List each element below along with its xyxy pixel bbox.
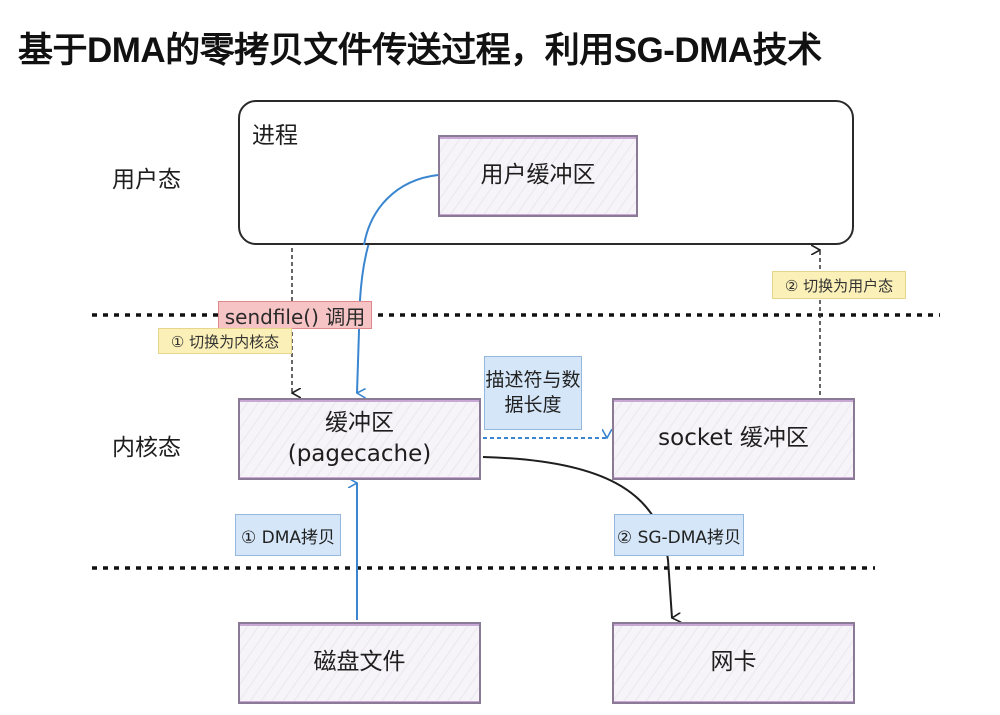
page-cache-box: 缓冲区 (pagecache): [238, 398, 481, 480]
page-cache-title: 缓冲区: [325, 409, 394, 436]
user-mode-label: 用户态: [112, 167, 181, 193]
switch-to-kernel-tag: ① 切换为内核态: [158, 328, 292, 354]
sendfile-call-tag: sendfile() 调用: [218, 301, 372, 329]
disk-file-box: 磁盘文件: [238, 622, 481, 704]
descriptor-line-2: 据长度: [504, 394, 562, 416]
nic-box: 网卡: [612, 622, 855, 704]
kernel-mode-label: 内核态: [112, 435, 181, 461]
page-title: 基于DMA的零拷贝文件传送过程，利用SG-DMA技术: [18, 31, 822, 70]
user-buffer-box: 用户缓冲区: [438, 135, 638, 217]
sg-dma-copy-tag: ② SG-DMA拷贝: [614, 514, 744, 556]
socket-buffer-box: socket 缓冲区: [612, 398, 855, 480]
switch-to-user-tag: ② 切换为用户态: [772, 271, 906, 299]
process-label: 进程: [252, 123, 298, 149]
dma-copy-tag: ① DMA拷贝: [235, 514, 341, 556]
descriptor-tag: 描述符与数 据长度: [484, 356, 582, 430]
page-cache-subtitle: (pagecache): [287, 441, 432, 467]
descriptor-line-1: 描述符与数: [485, 369, 581, 392]
